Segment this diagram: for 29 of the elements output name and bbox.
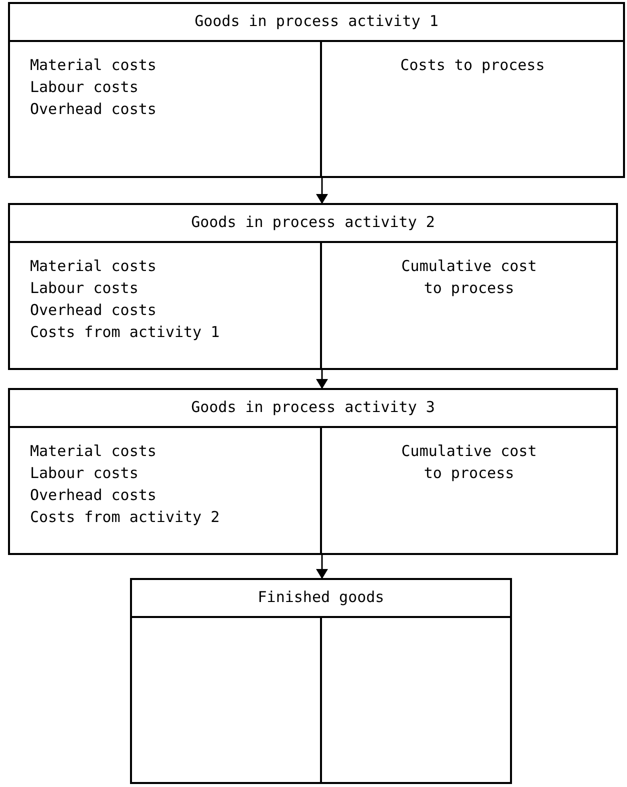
cost-item: Material costs	[30, 256, 158, 277]
cost-item: Overhead costs	[30, 485, 158, 506]
cost-item: Material costs	[30, 55, 158, 76]
account-heading: Goods in process activity 3	[190, 396, 436, 418]
cost-note: Cumulative cost to process	[400, 256, 538, 299]
cost-item: Labour costs	[30, 77, 140, 98]
account-heading: Goods in process activity 1	[194, 10, 440, 32]
cost-item: Labour costs	[30, 463, 140, 484]
empty-cell	[132, 616, 322, 782]
cost-list-cell	[10, 241, 322, 368]
t-account-box	[8, 388, 618, 555]
cost-list-cell	[10, 40, 322, 176]
cost-item: Costs from activity 2	[30, 507, 221, 528]
cost-item: Material costs	[30, 441, 158, 462]
t-account-box	[130, 578, 512, 784]
arrow	[316, 370, 328, 389]
arrow	[316, 555, 328, 579]
cost-note: Cumulative cost to process	[400, 441, 538, 484]
cost-item: Overhead costs	[30, 99, 158, 120]
t-account-box	[8, 203, 618, 370]
cost-note: Costs to process	[399, 55, 546, 76]
account-heading: Finished goods	[256, 586, 386, 608]
account-heading: Goods in process activity 2	[190, 212, 436, 233]
t-account-box	[8, 2, 625, 178]
cost-item: Overhead costs	[30, 300, 158, 321]
cost-item: Costs from activity 1	[30, 322, 221, 343]
arrow	[316, 178, 328, 204]
cost-item: Labour costs	[30, 278, 140, 299]
cost-list-cell	[10, 426, 322, 553]
